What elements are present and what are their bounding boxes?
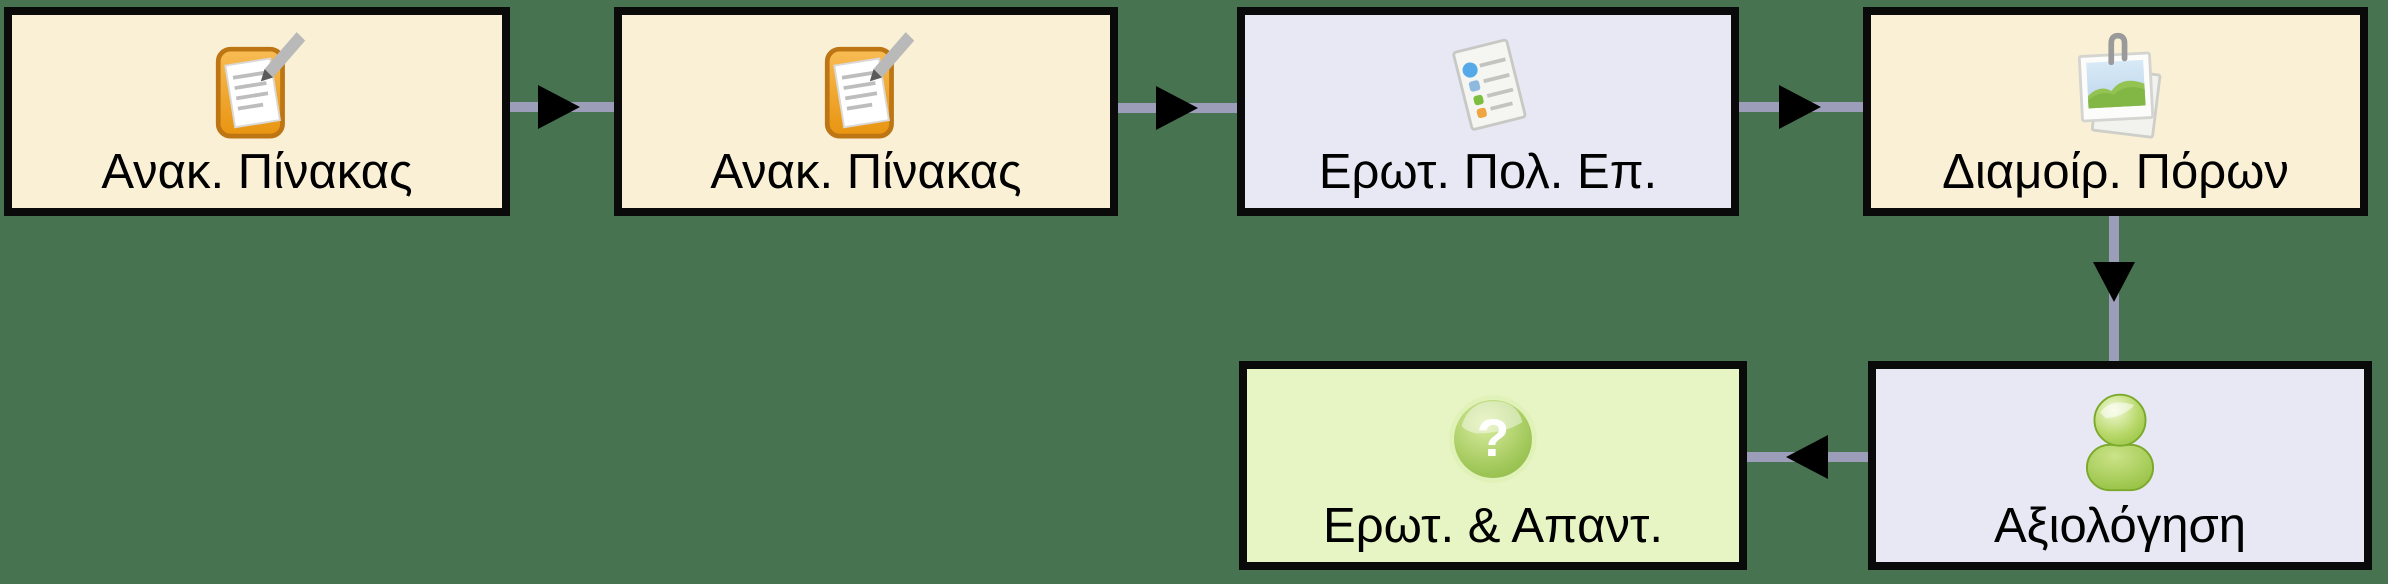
clipboard-pencil-icon xyxy=(205,27,309,146)
node-label: Ανακ. Πίνακας xyxy=(710,145,1022,200)
flow-node-erot-apant[interactable]: ? Ερωτ. & Απαντ. xyxy=(1239,361,1747,570)
flow-node-erot-pol-ep[interactable]: Ερωτ. Πολ. Επ. xyxy=(1237,7,1739,216)
svg-text:?: ? xyxy=(1477,409,1510,468)
node-label: Ερωτ. & Απαντ. xyxy=(1323,499,1663,554)
arrow-right-icon xyxy=(1156,86,1198,130)
clipboard-pencil-icon xyxy=(814,27,918,146)
node-label: Ανακ. Πίνακας xyxy=(101,145,413,200)
flow-node-diamoir-poron[interactable]: Διαμοίρ. Πόρων xyxy=(1863,7,2368,216)
node-label: Αξιολόγηση xyxy=(1993,499,2247,554)
flow-node-axiologisi[interactable]: Αξιολόγηση xyxy=(1868,361,2372,570)
arrow-down-icon xyxy=(2093,262,2135,302)
question-ball-icon: ? xyxy=(1438,381,1548,500)
node-label: Ερωτ. Πολ. Επ. xyxy=(1318,145,1658,200)
person-icon xyxy=(2068,381,2172,500)
photo-paperclip-icon xyxy=(2061,27,2171,146)
node-label: Διαμοίρ. Πόρων xyxy=(1942,145,2289,200)
arrow-right-icon xyxy=(1779,85,1821,129)
arrow-left-icon xyxy=(1786,435,1828,479)
flow-node-anak-pinakas-1[interactable]: Ανακ. Πίνακας xyxy=(4,7,510,216)
flow-node-anak-pinakas-2[interactable]: Ανακ. Πίνακας xyxy=(614,7,1118,216)
arrow-right-icon xyxy=(538,85,580,129)
checklist-document-icon xyxy=(1436,27,1540,146)
